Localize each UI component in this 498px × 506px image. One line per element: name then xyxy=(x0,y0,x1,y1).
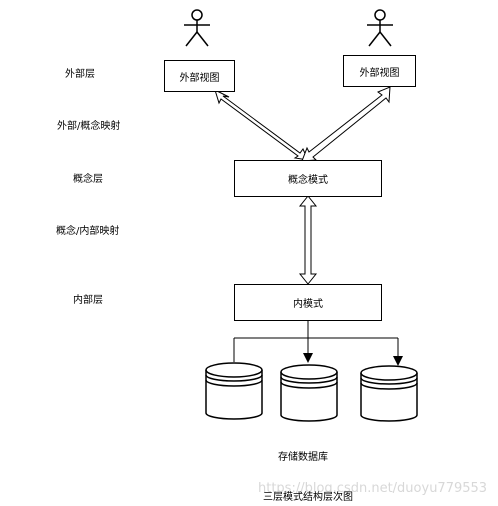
database-cylinder-3-icon xyxy=(360,365,418,422)
conceptual-schema-box: 概念模式 xyxy=(234,160,382,197)
watermark: https://blog.csdn.net/duoyu779553 xyxy=(258,481,488,496)
arrowhead-right xyxy=(393,356,403,366)
database-cylinder-2-icon xyxy=(280,364,338,422)
level-label-external-conceptual-mapping: 外部/概念映射 xyxy=(57,121,121,132)
external-view-box-right: 外部视图 xyxy=(343,55,416,87)
double-arrow-left-mapping xyxy=(214,89,309,161)
double-arrow-right-mapping xyxy=(301,86,391,162)
double-arrow-vertical-mapping xyxy=(298,195,318,285)
level-label-internal: 内部层 xyxy=(73,295,103,306)
arrowhead-middle xyxy=(303,353,313,363)
diagram-caption: 三层模式结构层次图 xyxy=(263,492,353,503)
database-cylinder-1-icon xyxy=(205,362,263,420)
level-label-external: 外部层 xyxy=(65,69,95,80)
storage-database-label: 存储数据库 xyxy=(278,452,328,463)
user-left-icon xyxy=(184,9,210,47)
user-right-icon xyxy=(367,9,393,47)
level-label-conceptual-internal-mapping: 概念/内部映射 xyxy=(56,226,120,237)
external-view-box-left: 外部视图 xyxy=(164,60,235,92)
level-label-conceptual: 概念层 xyxy=(73,174,103,185)
internal-schema-box: 内模式 xyxy=(234,284,382,321)
storage-connectors xyxy=(233,320,399,362)
